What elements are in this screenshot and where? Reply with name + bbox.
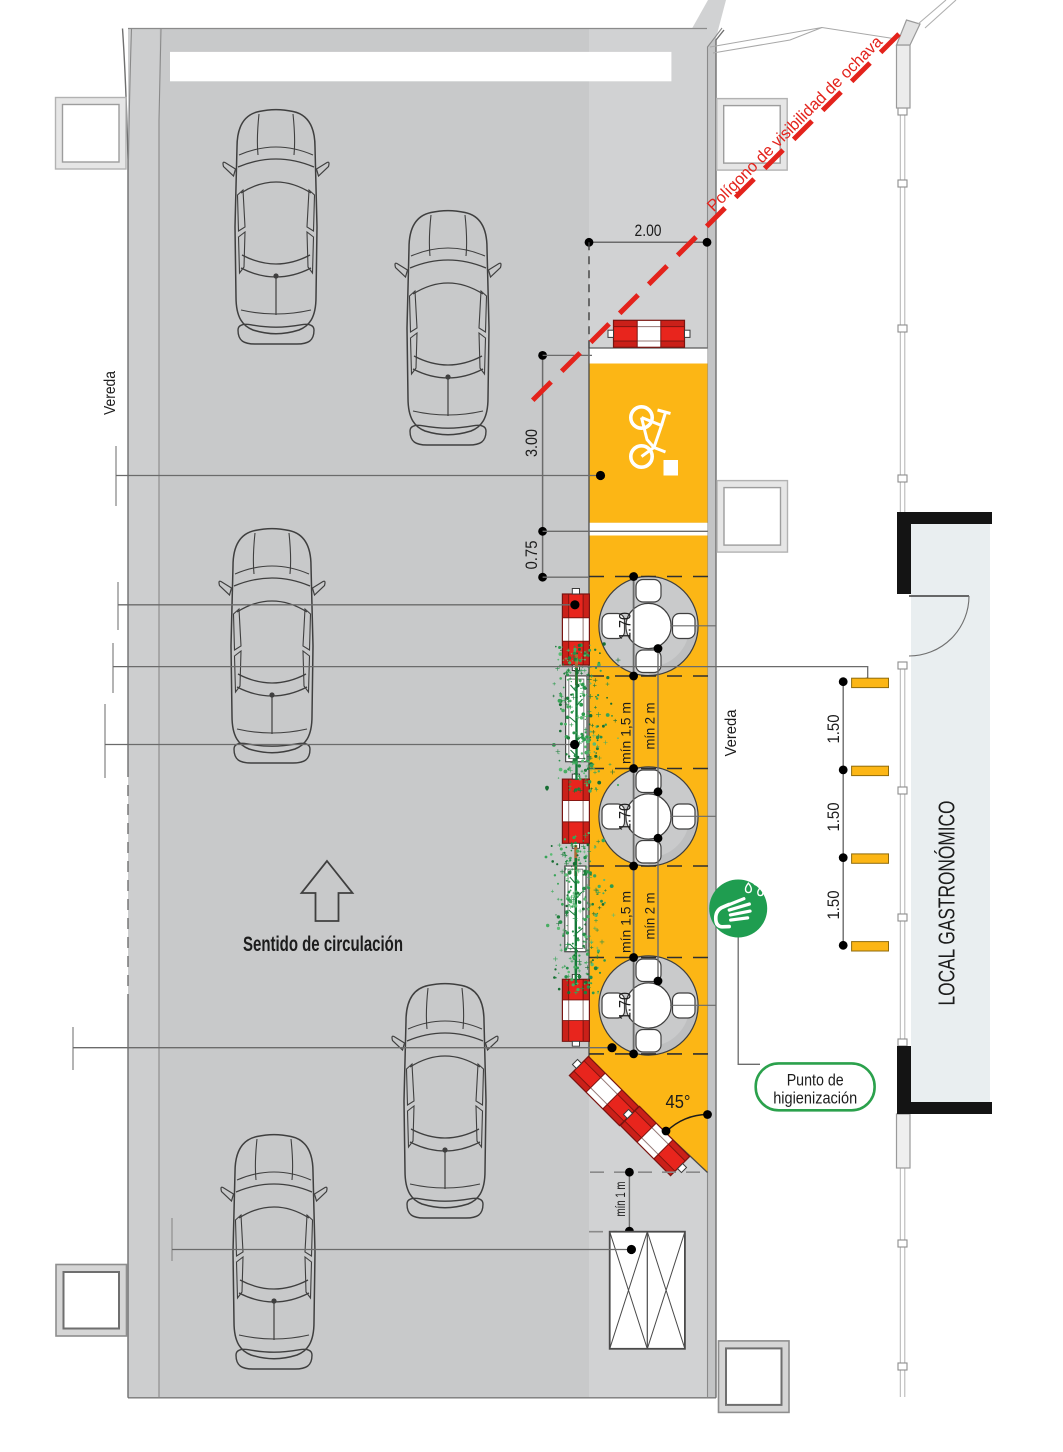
hygiene-label-box <box>754 1062 876 1112</box>
loading-box <box>608 1230 686 1350</box>
street <box>121 0 894 1399</box>
table-zone-dim-3: 1.70 <box>616 992 635 1020</box>
chain-dots <box>629 572 663 1059</box>
dim-dot <box>838 940 848 950</box>
traffic-direction: Sentido de circulación <box>243 859 403 956</box>
barrier-3 <box>561 973 591 1047</box>
table-clear-dim-2: mín 2 m <box>643 893 658 940</box>
planter-2 <box>544 831 616 995</box>
bench-4 <box>851 941 889 952</box>
sidewalk-window-2 <box>716 479 789 553</box>
deck-white-band-top <box>589 348 708 364</box>
dim-dot <box>838 765 848 775</box>
leader-lines <box>72 446 872 1261</box>
table-zone-dim-1: 1.70 <box>616 612 635 640</box>
right-curb-outer-line <box>715 29 725 1398</box>
barrier-top <box>607 319 691 348</box>
corner-angle-annotation: 45° <box>661 1092 712 1136</box>
left-curb-outer-line-a <box>121 28 129 766</box>
deck-white-band-buffer <box>589 522 708 536</box>
dim-dot <box>838 677 848 687</box>
dim-dot <box>625 1167 634 1177</box>
bench-2 <box>851 765 889 777</box>
visibility-dashed-line <box>526 32 901 407</box>
leader-bench <box>113 665 869 681</box>
hygiene-leader <box>737 937 760 1065</box>
street-labels: Vereda Vereda <box>102 371 740 757</box>
left-window-1 <box>54 96 127 170</box>
buffer-dim: 0.75 <box>522 541 541 570</box>
dim-dot <box>838 853 848 862</box>
table-zone-dashes <box>589 575 715 1055</box>
benches <box>851 677 889 952</box>
crosswalk-band <box>170 51 672 82</box>
zone-dimension-labels: 1.70 1.70 1.70 mín 1,5 m mín 1,5 m mín 2… <box>616 612 658 1020</box>
left-curb-flare-line <box>127 28 133 161</box>
entry-door <box>908 595 970 657</box>
tables <box>598 575 716 1056</box>
lower-pier <box>895 1113 911 1169</box>
end-clearance: mín 1 m <box>589 1167 709 1350</box>
sidewalk-window-3 <box>717 1339 790 1414</box>
deck-width-dim: 2.00 <box>635 221 662 240</box>
corner-transition-lines <box>709 26 894 54</box>
hand-wash-icon <box>713 875 764 929</box>
mullions <box>897 107 908 1371</box>
bench-1 <box>851 677 889 689</box>
restaurant-walls <box>897 512 992 1114</box>
restaurant-label: LOCAL GASTRONÓMICO <box>934 801 960 1006</box>
direction-arrow <box>299 859 355 922</box>
angle-dot <box>703 1110 712 1119</box>
angle-dot <box>661 1126 671 1136</box>
bench-dimensions: 1.50 1.50 1.50 <box>824 677 848 950</box>
dim-dot <box>702 237 712 247</box>
bench-dim-3: 1.50 <box>824 891 843 920</box>
left-curb-strip <box>128 28 159 1398</box>
bench-3 <box>851 853 889 864</box>
foliage-1 <box>545 642 621 793</box>
restaurant-interior <box>911 524 990 1103</box>
planters <box>544 642 621 995</box>
bench-dim-2: 1.50 <box>824 803 843 832</box>
bike-lane-icon <box>628 404 678 476</box>
hygiene-label-line2: higienización <box>773 1090 857 1108</box>
bench-dim-1: 1.50 <box>824 715 843 744</box>
building-facade: LOCAL GASTRONÓMICO <box>895 0 992 1397</box>
sidewalk-right-label: Vereda <box>723 709 740 756</box>
glazing-lower <box>899 1168 906 1397</box>
sidewalk-right: 1.50 1.50 1.50 <box>716 97 889 1414</box>
hygiene-point: Punto de higienización <box>709 875 876 1112</box>
end-clearance-label: mín 1 m <box>613 1182 628 1217</box>
sidewalk-left <box>54 96 128 1337</box>
table-gap-dim-2: mín 1,5 m <box>619 891 634 953</box>
left-curb-inner-line <box>158 28 162 1398</box>
deck-annotations: 1.70 1.70 1.70 mín 1,5 m mín 1,5 m mín 2… <box>589 572 715 1059</box>
glazing-mid <box>899 662 906 1046</box>
corner-pavement <box>692 0 726 47</box>
hygiene-label-line1: Punto de <box>787 1072 844 1090</box>
foliage-2 <box>544 831 616 995</box>
planter-1 <box>545 642 621 793</box>
bike-crossing-dim: 3.00 <box>522 429 541 457</box>
left-window-2 <box>55 1263 128 1337</box>
traffic-direction-label: Sentido de circulación <box>243 933 403 956</box>
sidewalk-left-label: Vereda <box>102 371 119 415</box>
hygiene-label: Punto de higienización <box>754 1062 876 1112</box>
glazing-upper <box>899 108 906 512</box>
corner-pier <box>895 0 957 109</box>
table-clear-dim-1: mín 2 m <box>643 703 658 750</box>
deck-dimensions: 2.00 3.00 0.75 <box>522 221 712 582</box>
corner-angle-label: 45° <box>666 1092 691 1112</box>
roadway <box>159 28 589 1398</box>
right-curb-strip <box>707 28 716 1398</box>
table-zone-dim-2: 1.70 <box>616 803 635 831</box>
table-gap-dim-1: mín 1,5 m <box>619 702 634 764</box>
